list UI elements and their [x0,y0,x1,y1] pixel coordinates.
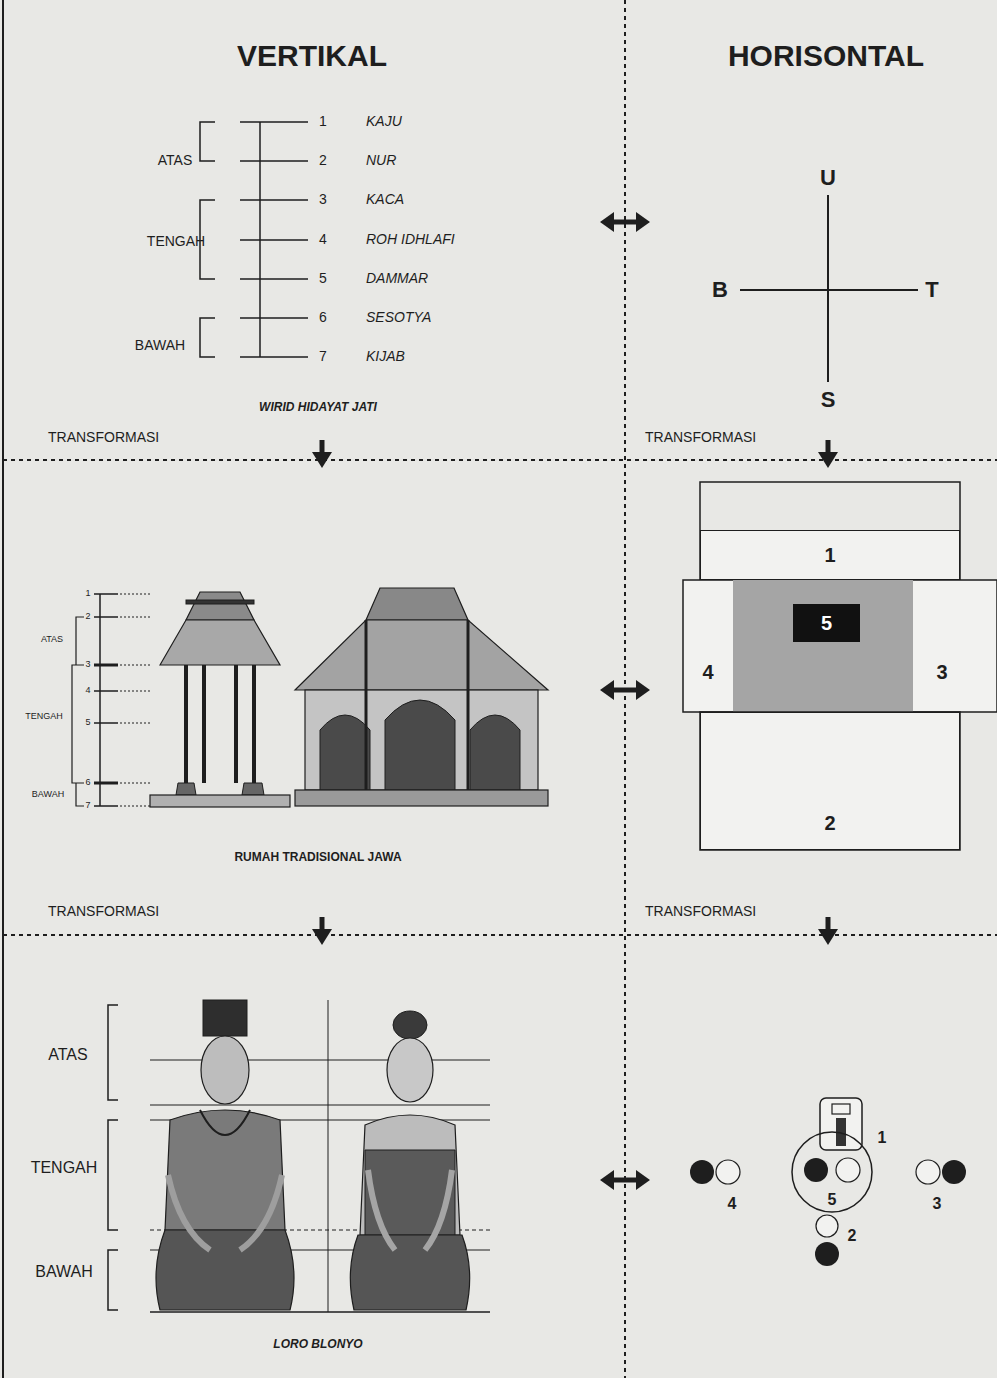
label: ATAS [48,1046,87,1064]
label: 6 [319,310,327,325]
label: BAWAH [31,790,65,800]
plan-zone: 5 [793,604,860,642]
label: ATAS [158,153,193,168]
label: SESOTYA [366,310,431,325]
label: TRANSFORMASI [48,904,159,919]
label: 7 [319,349,327,364]
label: VERTIKAL [237,39,387,72]
label: 5 [828,1191,837,1209]
plan-zone: 1 [700,530,960,580]
label: 3 [84,660,91,670]
zone-number: 3 [936,661,947,684]
label: 4 [84,686,91,696]
label: 4 [728,1195,737,1213]
label: HORISONTAL [728,39,924,72]
label: RUMAH TRADISIONAL JAWA [234,851,401,864]
label: 2 [848,1227,857,1245]
zone-number: 4 [702,661,713,684]
label: KIJAB [366,349,405,364]
label: 5 [319,271,327,286]
label: BAWAH [35,1263,92,1281]
label: WIRID HIDAYAT JATI [259,401,377,414]
label: 6 [84,778,91,788]
plan-zone: 2 [700,712,960,850]
label: T [925,278,938,302]
label: 1 [319,114,327,129]
label: DAMMAR [366,271,428,286]
label: KAJU [366,114,402,129]
label: KACA [366,192,404,207]
label: ATAS [40,635,64,645]
plan-zone: 3 [914,640,970,704]
label: TENGAH [31,1159,98,1177]
label: TRANSFORMASI [645,904,756,919]
plan-zone: 4 [684,640,732,704]
label: 4 [319,232,327,247]
label: 3 [319,192,327,207]
label: 7 [84,801,91,811]
label: TENGAH [24,712,64,722]
label: TRANSFORMASI [48,430,159,445]
label: TRANSFORMASI [645,430,756,445]
zone-number: 5 [821,612,832,635]
label: LORO BLONYO [273,1338,362,1351]
label: S [821,388,836,412]
label: B [712,278,728,302]
label: TENGAH [147,234,205,249]
label: BAWAH [135,338,185,353]
label: NUR [366,153,396,168]
label: ROH IDHLAFI [366,232,455,247]
label: 3 [933,1195,942,1213]
zone-number: 1 [824,544,835,567]
label: 1 [878,1129,887,1147]
label: 2 [84,612,91,622]
label: 5 [84,718,91,728]
label: 2 [319,153,327,168]
label: 1 [84,589,91,599]
zone-number: 2 [824,812,835,835]
label: U [820,166,836,190]
